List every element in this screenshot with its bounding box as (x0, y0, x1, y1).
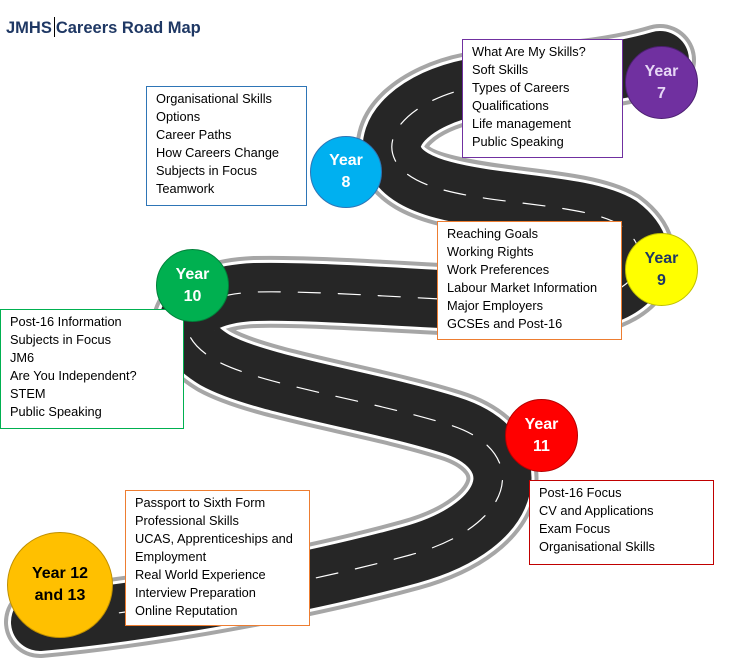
year-8-topic: Options (156, 109, 201, 124)
year-8-number: 8 (341, 174, 351, 191)
year-11-topic: CV and Applications (539, 503, 654, 518)
year-7-number: 7 (657, 84, 666, 102)
year-12-13-marker: Year 12 and 13 (7, 532, 113, 638)
year-11-label: Year (524, 415, 559, 433)
year-10-topic: Subjects in Focus (10, 332, 112, 347)
year-11-topic: Exam Focus (539, 521, 611, 536)
year-10-topic: Are You Independent? (10, 368, 137, 383)
year-11-number: 11 (533, 437, 550, 455)
year-12-13-topic: Online Reputation (135, 603, 238, 618)
year-12-13-topic: Interview Preparation (135, 585, 256, 600)
year-11-topics: Post-16 Focus CV and Applications Exam F… (529, 480, 714, 565)
year-9-topic: Working Rights (447, 244, 534, 259)
year-12-13-topic: UCAS, Apprenticeships and (135, 531, 293, 546)
year-11-marker: Year 11 (505, 399, 578, 472)
year-9-marker: Year 9 (625, 233, 698, 306)
year-7-marker: Year 7 (625, 46, 698, 119)
year-8-topic: Subjects in Focus (156, 163, 258, 178)
year-10-number: 10 (183, 287, 202, 305)
year-10-marker: Year 10 (156, 249, 229, 322)
year-11-topic: Post-16 Focus (539, 485, 622, 500)
year-7-topic: Qualifications (472, 98, 549, 113)
year-7-topic: Soft Skills (472, 62, 529, 77)
year-9-topic: Reaching Goals (447, 226, 539, 241)
title-text: Careers Road Map (55, 19, 201, 37)
year-12-13-topic: Passport to Sixth Form (135, 495, 266, 510)
year-12-13-topic: Employment (135, 549, 207, 564)
year-9-topics: Reaching Goals Working Rights Work Prefe… (437, 221, 622, 340)
year-9-topic: Major Employers (447, 298, 544, 313)
year-7-label: Year (644, 62, 679, 80)
year-10-topic: Post-16 Information (10, 314, 122, 329)
year-8-topics: Organisational Skills Options Career Pat… (146, 86, 307, 206)
year-8-topic: How Careers Change (156, 145, 280, 160)
year-8-topic: Organisational Skills (156, 91, 272, 106)
year-10-topic: JM6 (10, 350, 35, 365)
year-12-13-number: and 13 (34, 587, 86, 604)
year-7-topic: Types of Careers (472, 80, 570, 95)
year-10-topic: STEM (10, 386, 46, 401)
year-7-topic: Public Speaking (472, 134, 564, 149)
year-8-label: Year (329, 152, 363, 169)
year-9-topic: GCSEs and Post-16 (447, 316, 563, 331)
year-10-label: Year (175, 265, 210, 283)
year-9-number: 9 (657, 271, 666, 289)
year-8-topic: Teamwork (156, 181, 215, 196)
year-9-topic: Work Preferences (447, 262, 550, 277)
year-7-topic: Life management (472, 116, 571, 131)
year-11-topic: Organisational Skills (539, 539, 655, 554)
year-10-topics: Post-16 Information Subjects in Focus JM… (0, 309, 184, 429)
year-10-topic: Public Speaking (10, 404, 102, 419)
year-12-13-topic: Professional Skills (135, 513, 239, 528)
year-9-topic: Labour Market Information (447, 280, 598, 295)
year-12-13-topic: Real World Experience (135, 567, 266, 582)
year-8-marker: Year 8 (310, 136, 382, 208)
year-7-topics: What Are My Skills? Soft Skills Types of… (462, 39, 623, 158)
year-7-topic: What Are My Skills? (472, 44, 586, 59)
year-12-13-label: Year 12 (31, 565, 89, 582)
title-separator (53, 17, 55, 37)
school-name: JMHS (6, 19, 52, 37)
year-8-topic: Career Paths (156, 127, 232, 142)
year-9-label: Year (644, 249, 679, 267)
year-12-13-topics: Passport to Sixth Form Professional Skil… (125, 490, 310, 626)
